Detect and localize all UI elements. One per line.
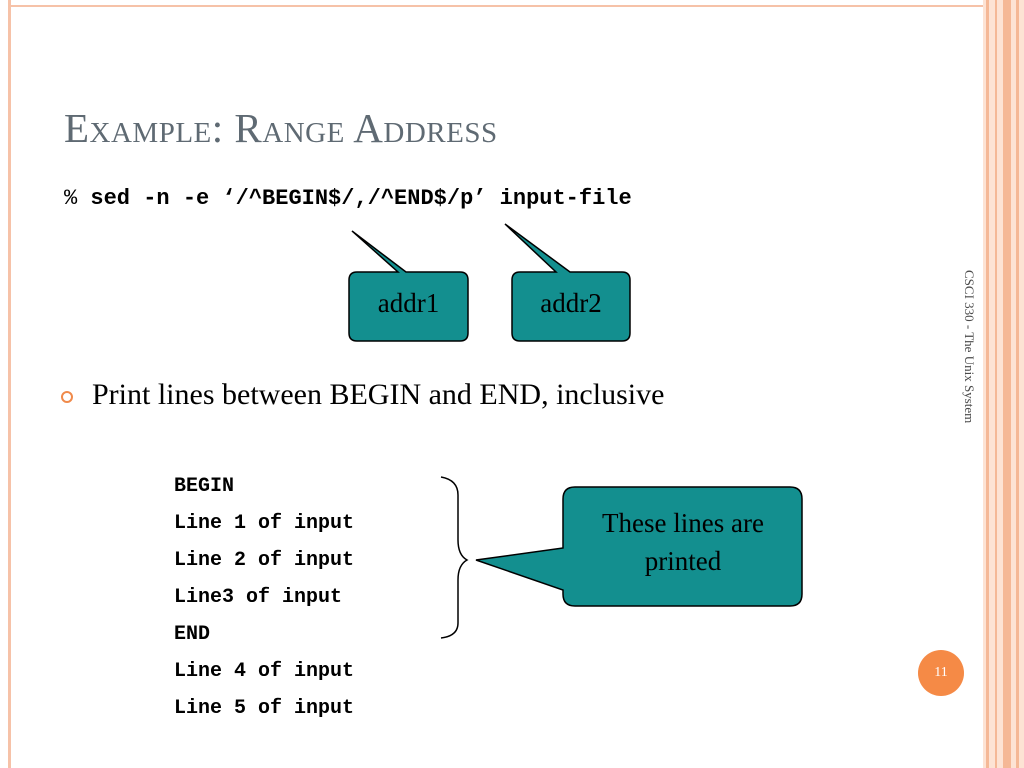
page-number-badge: 11 xyxy=(918,650,964,696)
addr2-callout-shape xyxy=(504,223,631,342)
printed-callout-label: These lines are printed xyxy=(602,508,764,576)
input-line: Line 2 of input xyxy=(174,549,355,572)
shell-prompt: % xyxy=(64,186,91,211)
addr2-label: addr2 xyxy=(540,288,602,318)
border-stripe xyxy=(995,0,997,768)
bullet-item: Print lines between BEGIN and END, inclu… xyxy=(61,378,665,412)
input-line: Line 4 of input xyxy=(174,660,355,683)
bullet-text: Print lines between BEGIN and END, inclu… xyxy=(92,378,665,411)
right-border-panel xyxy=(983,0,1024,768)
input-lines-list: BEGIN Line 1 of input Line 2 of input Li… xyxy=(174,473,354,732)
border-stripe xyxy=(1003,0,1011,768)
border-stripe xyxy=(986,0,989,768)
input-line: Line3 of input xyxy=(174,586,343,609)
input-line: Line 1 of input xyxy=(174,512,355,535)
input-line: END xyxy=(174,623,211,646)
bullet-circle-icon xyxy=(61,391,73,403)
addr1-callout-shape xyxy=(348,230,469,342)
border-stripe xyxy=(1016,0,1019,768)
slide-title: Example: Range Address xyxy=(64,105,498,151)
input-line: Line 5 of input xyxy=(174,697,355,720)
sed-command: sed -n -e ‘/^BEGIN$/,/^END$/p’ input-fil… xyxy=(90,186,632,211)
input-line: BEGIN xyxy=(174,475,235,498)
brace-shape xyxy=(440,476,469,639)
course-side-label: CSCI 330 - The Unix System xyxy=(962,270,977,424)
addr1-label: addr1 xyxy=(377,288,440,318)
left-border xyxy=(8,0,11,768)
printed-callout-shape xyxy=(475,486,803,607)
command-line: % sed -n -e ‘/^BEGIN$/,/^END$/p’ input-f… xyxy=(64,186,632,211)
top-border xyxy=(8,5,983,7)
